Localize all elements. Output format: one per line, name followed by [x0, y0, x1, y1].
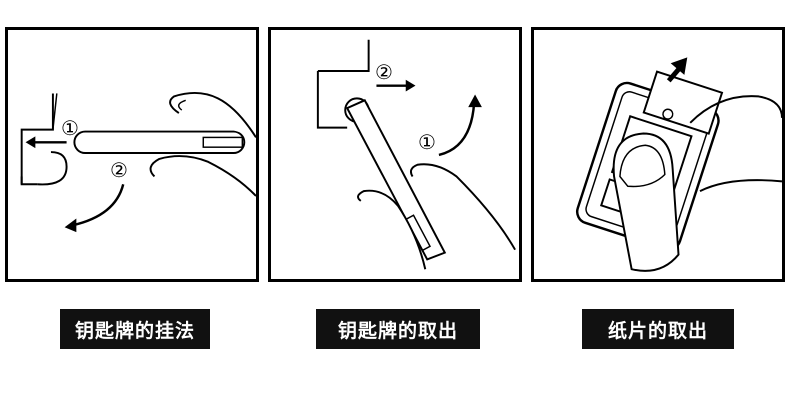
illustration-hang	[8, 30, 256, 279]
panel-remove-key-tag: ② ①	[268, 27, 522, 282]
caption-remove-key-tag: 钥匙牌的取出	[316, 309, 480, 349]
step-2-marker: ②	[375, 60, 393, 84]
illustration-remove-paper	[534, 30, 782, 279]
panel-hang-key-tag: ① ②	[5, 27, 259, 282]
illustration-remove-tag	[271, 30, 519, 279]
panel-remove-paper	[531, 27, 785, 282]
caption-hang-key-tag: 钥匙牌的挂法	[60, 309, 210, 349]
step-1-marker: ①	[61, 116, 79, 140]
step-1-marker: ①	[418, 130, 436, 154]
caption-remove-paper: 纸片的取出	[582, 309, 734, 349]
step-2-marker: ②	[110, 158, 128, 182]
